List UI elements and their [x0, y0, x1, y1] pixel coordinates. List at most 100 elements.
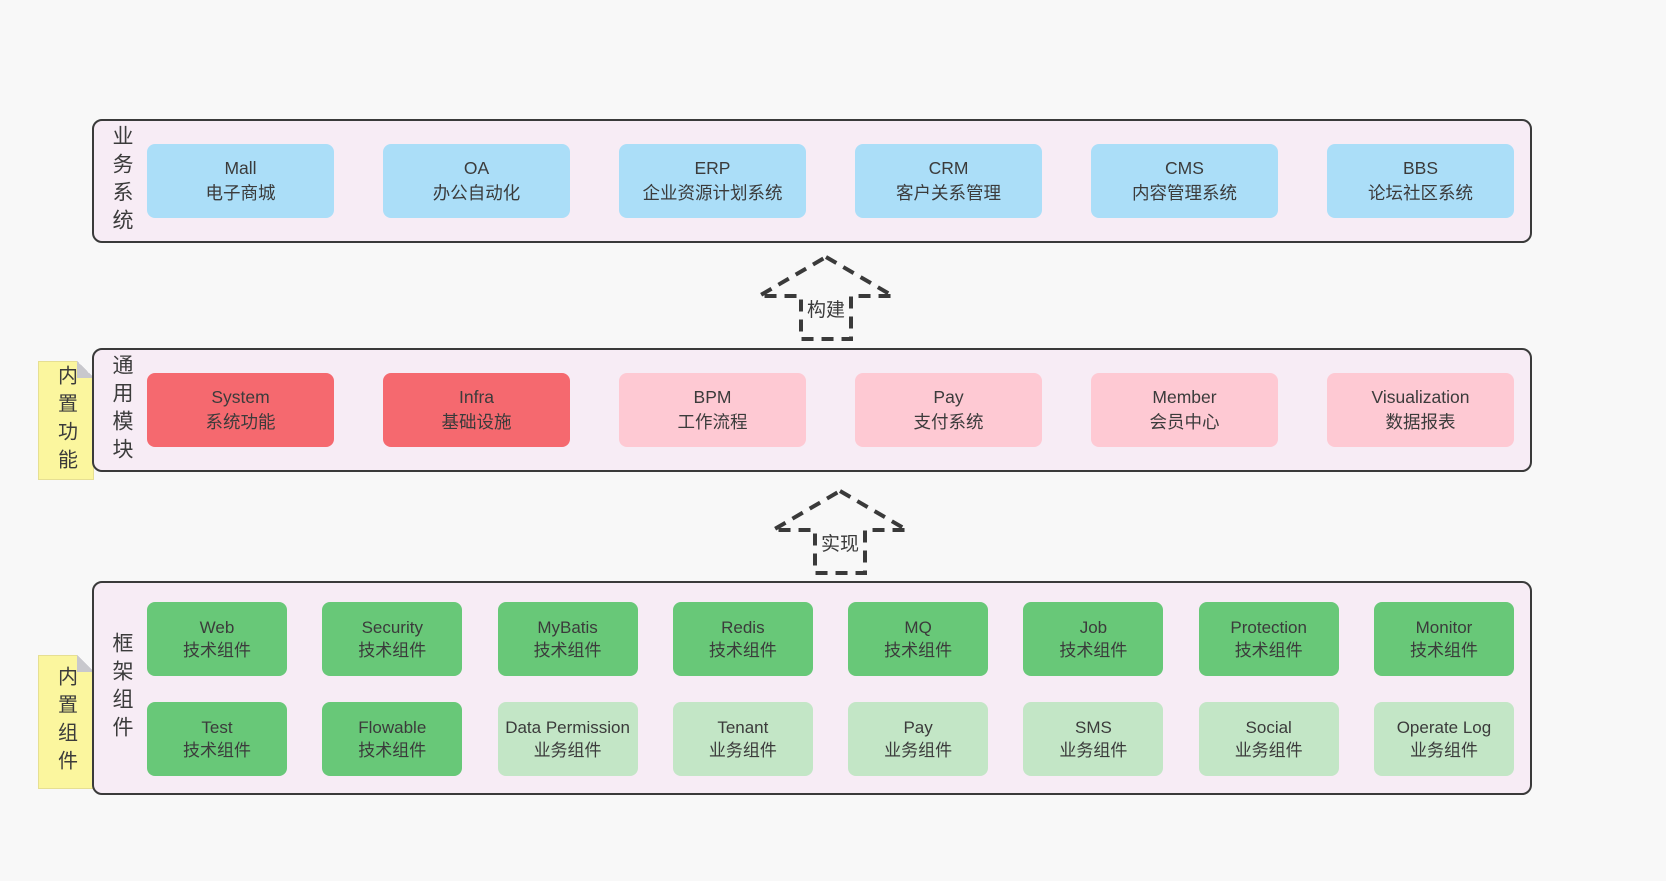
box-operate-log: Operate Log 业务组件 [1373, 702, 1514, 776]
box-title: Protection [1230, 617, 1307, 637]
box-subtitle: 客户关系管理 [896, 183, 1001, 203]
box-title: System [211, 386, 270, 407]
box-title: SMS [1074, 717, 1112, 737]
box-subtitle: 企业资源计划系统 [642, 183, 783, 203]
box-subtitle: 基础设施 [441, 412, 512, 432]
box-subtitle: 办公自动化 [432, 183, 521, 203]
sticky-label: 内置功能 [54, 364, 77, 477]
box-subtitle: 技术组件 [533, 641, 602, 660]
box-title: CRM [928, 157, 969, 178]
box-subtitle: 技术组件 [183, 741, 251, 760]
box-title: Monitor [1415, 617, 1473, 637]
box-title: Visualization [1371, 386, 1470, 407]
box-redis: Redis 技术组件 [672, 602, 813, 676]
box-title: Test [201, 717, 233, 737]
folded-corner-icon [77, 361, 94, 378]
box-title: Data Permission [505, 717, 630, 737]
box-title: Social [1245, 717, 1292, 737]
box-job: Job 技术组件 [1023, 602, 1164, 676]
implement-arrow: 实现 [770, 488, 910, 576]
box-subtitle: 技术组件 [358, 741, 427, 760]
box-title: CMS [1165, 157, 1204, 178]
box-oa: OA 办公自动化 [383, 144, 570, 218]
box-tenant: Tenant 业务组件 [672, 702, 813, 776]
box-subtitle: 系统功能 [205, 412, 276, 432]
implement-arrow-label: 实现 [816, 528, 864, 557]
box-cms: CMS 内容管理系统 [1091, 144, 1278, 218]
label-common-modules: 通用模块 [110, 354, 133, 466]
box-pay: Pay 支付系统 [855, 373, 1042, 447]
box-system: System 系统功能 [147, 373, 334, 447]
box-subtitle: 业务组件 [708, 741, 777, 760]
box-sms: SMS 业务组件 [1023, 702, 1164, 776]
box-monitor: Monitor 技术组件 [1373, 602, 1514, 676]
box-mybatis: MyBatis 技术组件 [497, 602, 638, 676]
box-erp: ERP 企业资源计划系统 [619, 144, 806, 218]
box-subtitle: 电子商城 [205, 183, 276, 203]
box-pay-component: Pay 业务组件 [848, 702, 989, 776]
business-boxes-row: Mall 电子商城 OA 办公自动化 ERP 企业资源计划系统 CRM 客户关系… [147, 121, 1514, 241]
build-arrow-label: 构建 [802, 294, 850, 323]
box-title: Redis [721, 617, 765, 637]
panel-common-modules: 通用模块 System 系统功能 Infra 基础设施 BPM 工作流程 Pay… [92, 348, 1532, 472]
up-arrow-icon [770, 488, 910, 575]
box-subtitle: 技术组件 [358, 641, 427, 660]
box-subtitle: 技术组件 [1409, 641, 1478, 660]
modules-boxes-row: System 系统功能 Infra 基础设施 BPM 工作流程 Pay 支付系统… [147, 350, 1514, 470]
box-title: OA [463, 157, 490, 178]
box-bpm: BPM 工作流程 [619, 373, 806, 447]
box-subtitle: 技术组件 [1234, 641, 1303, 660]
box-subtitle: 论坛社区系统 [1368, 183, 1473, 203]
box-subtitle: 业务组件 [1234, 741, 1303, 760]
box-title: Mall [224, 157, 257, 178]
components-row-1: Web 技术组件 Security 技术组件 MyBatis 技术组件 Redi… [147, 602, 1514, 676]
box-social: Social 业务组件 [1198, 702, 1339, 776]
folded-corner-icon [77, 655, 94, 672]
box-web: Web 技术组件 [147, 602, 287, 676]
box-subtitle: 会员中心 [1149, 412, 1220, 432]
box-subtitle: 业务组件 [533, 741, 602, 760]
label-framework-components: 框架组件 [110, 632, 133, 744]
box-data-permission: Data Permission 业务组件 [497, 702, 638, 776]
box-security: Security 技术组件 [322, 602, 463, 676]
box-protection: Protection 技术组件 [1198, 602, 1339, 676]
box-infra: Infra 基础设施 [383, 373, 570, 447]
box-subtitle: 支付系统 [913, 412, 984, 432]
box-flowable: Flowable 技术组件 [322, 702, 463, 776]
box-title: MQ [904, 617, 932, 637]
box-subtitle: 技术组件 [1059, 641, 1128, 660]
label-business-systems: 业务系统 [110, 125, 133, 237]
box-title: Operate Log [1396, 717, 1492, 737]
box-title: Web [199, 617, 235, 637]
box-title: BPM [693, 386, 732, 407]
box-subtitle: 内容管理系统 [1132, 183, 1237, 203]
box-subtitle: 业务组件 [1409, 741, 1478, 760]
box-title: Pay [933, 386, 964, 407]
box-title: Flowable [358, 717, 427, 737]
sticky-note-builtin-features: 内置功能 [38, 361, 94, 480]
box-title: MyBatis [537, 617, 598, 637]
sticky-note-builtin-components: 内置组件 [38, 655, 94, 789]
box-test: Test 技术组件 [147, 702, 287, 776]
box-title: Tenant [717, 717, 769, 737]
box-title: Job [1079, 617, 1108, 637]
box-crm: CRM 客户关系管理 [855, 144, 1042, 218]
build-arrow: 构建 [756, 254, 896, 342]
box-title: Member [1152, 386, 1217, 407]
up-arrow-icon [756, 254, 896, 341]
box-title: Security [361, 617, 423, 637]
box-mq: MQ 技术组件 [848, 602, 989, 676]
sticky-label: 内置组件 [54, 666, 77, 778]
components-row-2: Test 技术组件 Flowable 技术组件 Data Permission … [147, 702, 1514, 776]
box-bbs: BBS 论坛社区系统 [1327, 144, 1514, 218]
box-title: Infra [458, 386, 495, 407]
box-title: ERP [694, 157, 731, 178]
box-subtitle: 技术组件 [884, 641, 953, 660]
box-visualization: Visualization 数据报表 [1327, 373, 1514, 447]
panel-framework-components: 框架组件 Web 技术组件 Security 技术组件 MyBatis 技术组件… [92, 581, 1532, 795]
box-title: Pay [903, 717, 933, 737]
box-subtitle: 业务组件 [1059, 741, 1128, 760]
box-mall: Mall 电子商城 [147, 144, 334, 218]
box-subtitle: 工作流程 [677, 412, 748, 432]
